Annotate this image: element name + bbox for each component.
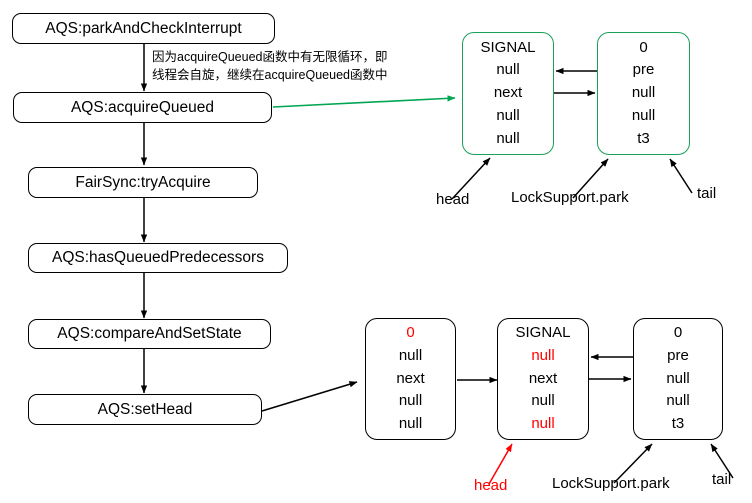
queue-top-label-park: LockSupport.park: [511, 189, 629, 206]
node-cell-thread: null: [531, 415, 555, 433]
node-cell-prev: null: [531, 346, 555, 364]
node-cell-next: next: [528, 369, 558, 387]
flow-step-set-head[interactable]: AQS:setHead: [28, 394, 262, 425]
loop-annotation: 因为acquireQueued函数中有无限循环，即 线程会自旋，继续在acqui…: [152, 48, 387, 84]
node-cell-nextwaiter: null: [398, 392, 423, 410]
node-cell-next: next: [396, 369, 425, 387]
node-cell-waitstatus: 0: [673, 324, 683, 342]
queue-bottom-node-tail[interactable]: 0 pre null null t3: [633, 318, 723, 440]
flow-step-label: FairSync:tryAcquire: [75, 173, 211, 191]
node-cell-waitstatus: 0: [639, 38, 648, 56]
queue-top-label-head: head: [436, 191, 470, 208]
node-cell-thread: null: [496, 129, 520, 147]
flow-step-acquire-queued[interactable]: AQS:acquireQueued: [13, 92, 272, 123]
node-cell-next: null: [666, 369, 690, 387]
queue-bottom-label-park: LockSupport.park: [552, 475, 670, 492]
node-cell-next: null: [631, 84, 656, 102]
node-cell-waitstatus: 0: [406, 324, 415, 342]
node-cell-prev: null: [496, 61, 520, 79]
queue-bottom-node-old-head[interactable]: 0 null next null null: [365, 318, 456, 440]
node-cell-thread: null: [398, 415, 423, 433]
flow-step-try-acquire[interactable]: FairSync:tryAcquire: [28, 167, 258, 198]
flow-step-label: AQS:parkAndCheckInterrupt: [45, 19, 242, 37]
node-cell-thread: t3: [671, 415, 685, 433]
queue-bottom-label-head: head: [474, 477, 508, 494]
loop-annotation-line-2: 线程会自旋，继续在acquireQueued函数中: [152, 68, 388, 83]
node-cell-nextwaiter: null: [496, 106, 520, 124]
flow-step-label: AQS:setHead: [97, 400, 193, 418]
queue-top-node-tail[interactable]: 0 pre null null t3: [597, 32, 690, 155]
node-cell-prev: pre: [667, 346, 689, 364]
flow-step-label: AQS:hasQueuedPredecessors: [52, 249, 264, 267]
node-cell-prev: null: [398, 346, 423, 364]
loop-annotation-line-1: 因为acquireQueued函数中有无限循环，即: [152, 50, 388, 64]
node-cell-nextwaiter: null: [666, 392, 690, 410]
node-cell-waitstatus: SIGNAL: [480, 38, 536, 56]
queue-bottom-node-new-head[interactable]: SIGNAL null next null null: [497, 318, 589, 440]
node-cell-thread: t3: [637, 129, 650, 147]
queue-bottom-label-tail: tail: [712, 471, 732, 488]
flow-step-park-and-check-interrupt[interactable]: AQS:parkAndCheckInterrupt: [12, 13, 275, 44]
node-cell-nextwaiter: null: [531, 392, 555, 410]
queue-top-node-head[interactable]: SIGNAL null next null null: [462, 32, 554, 155]
flow-step-compare-and-set-state[interactable]: AQS:compareAndSetState: [28, 319, 271, 349]
queue-top-label-tail: tail: [697, 185, 717, 202]
node-cell-prev: pre: [632, 61, 655, 79]
flow-step-has-queued-predecessors[interactable]: AQS:hasQueuedPredecessors: [28, 243, 288, 273]
flow-step-label: AQS:compareAndSetState: [57, 325, 242, 343]
node-cell-waitstatus: SIGNAL: [515, 324, 571, 342]
flow-step-label: AQS:acquireQueued: [70, 98, 215, 116]
node-cell-nextwaiter: null: [631, 106, 656, 124]
node-cell-next: next: [493, 84, 523, 102]
